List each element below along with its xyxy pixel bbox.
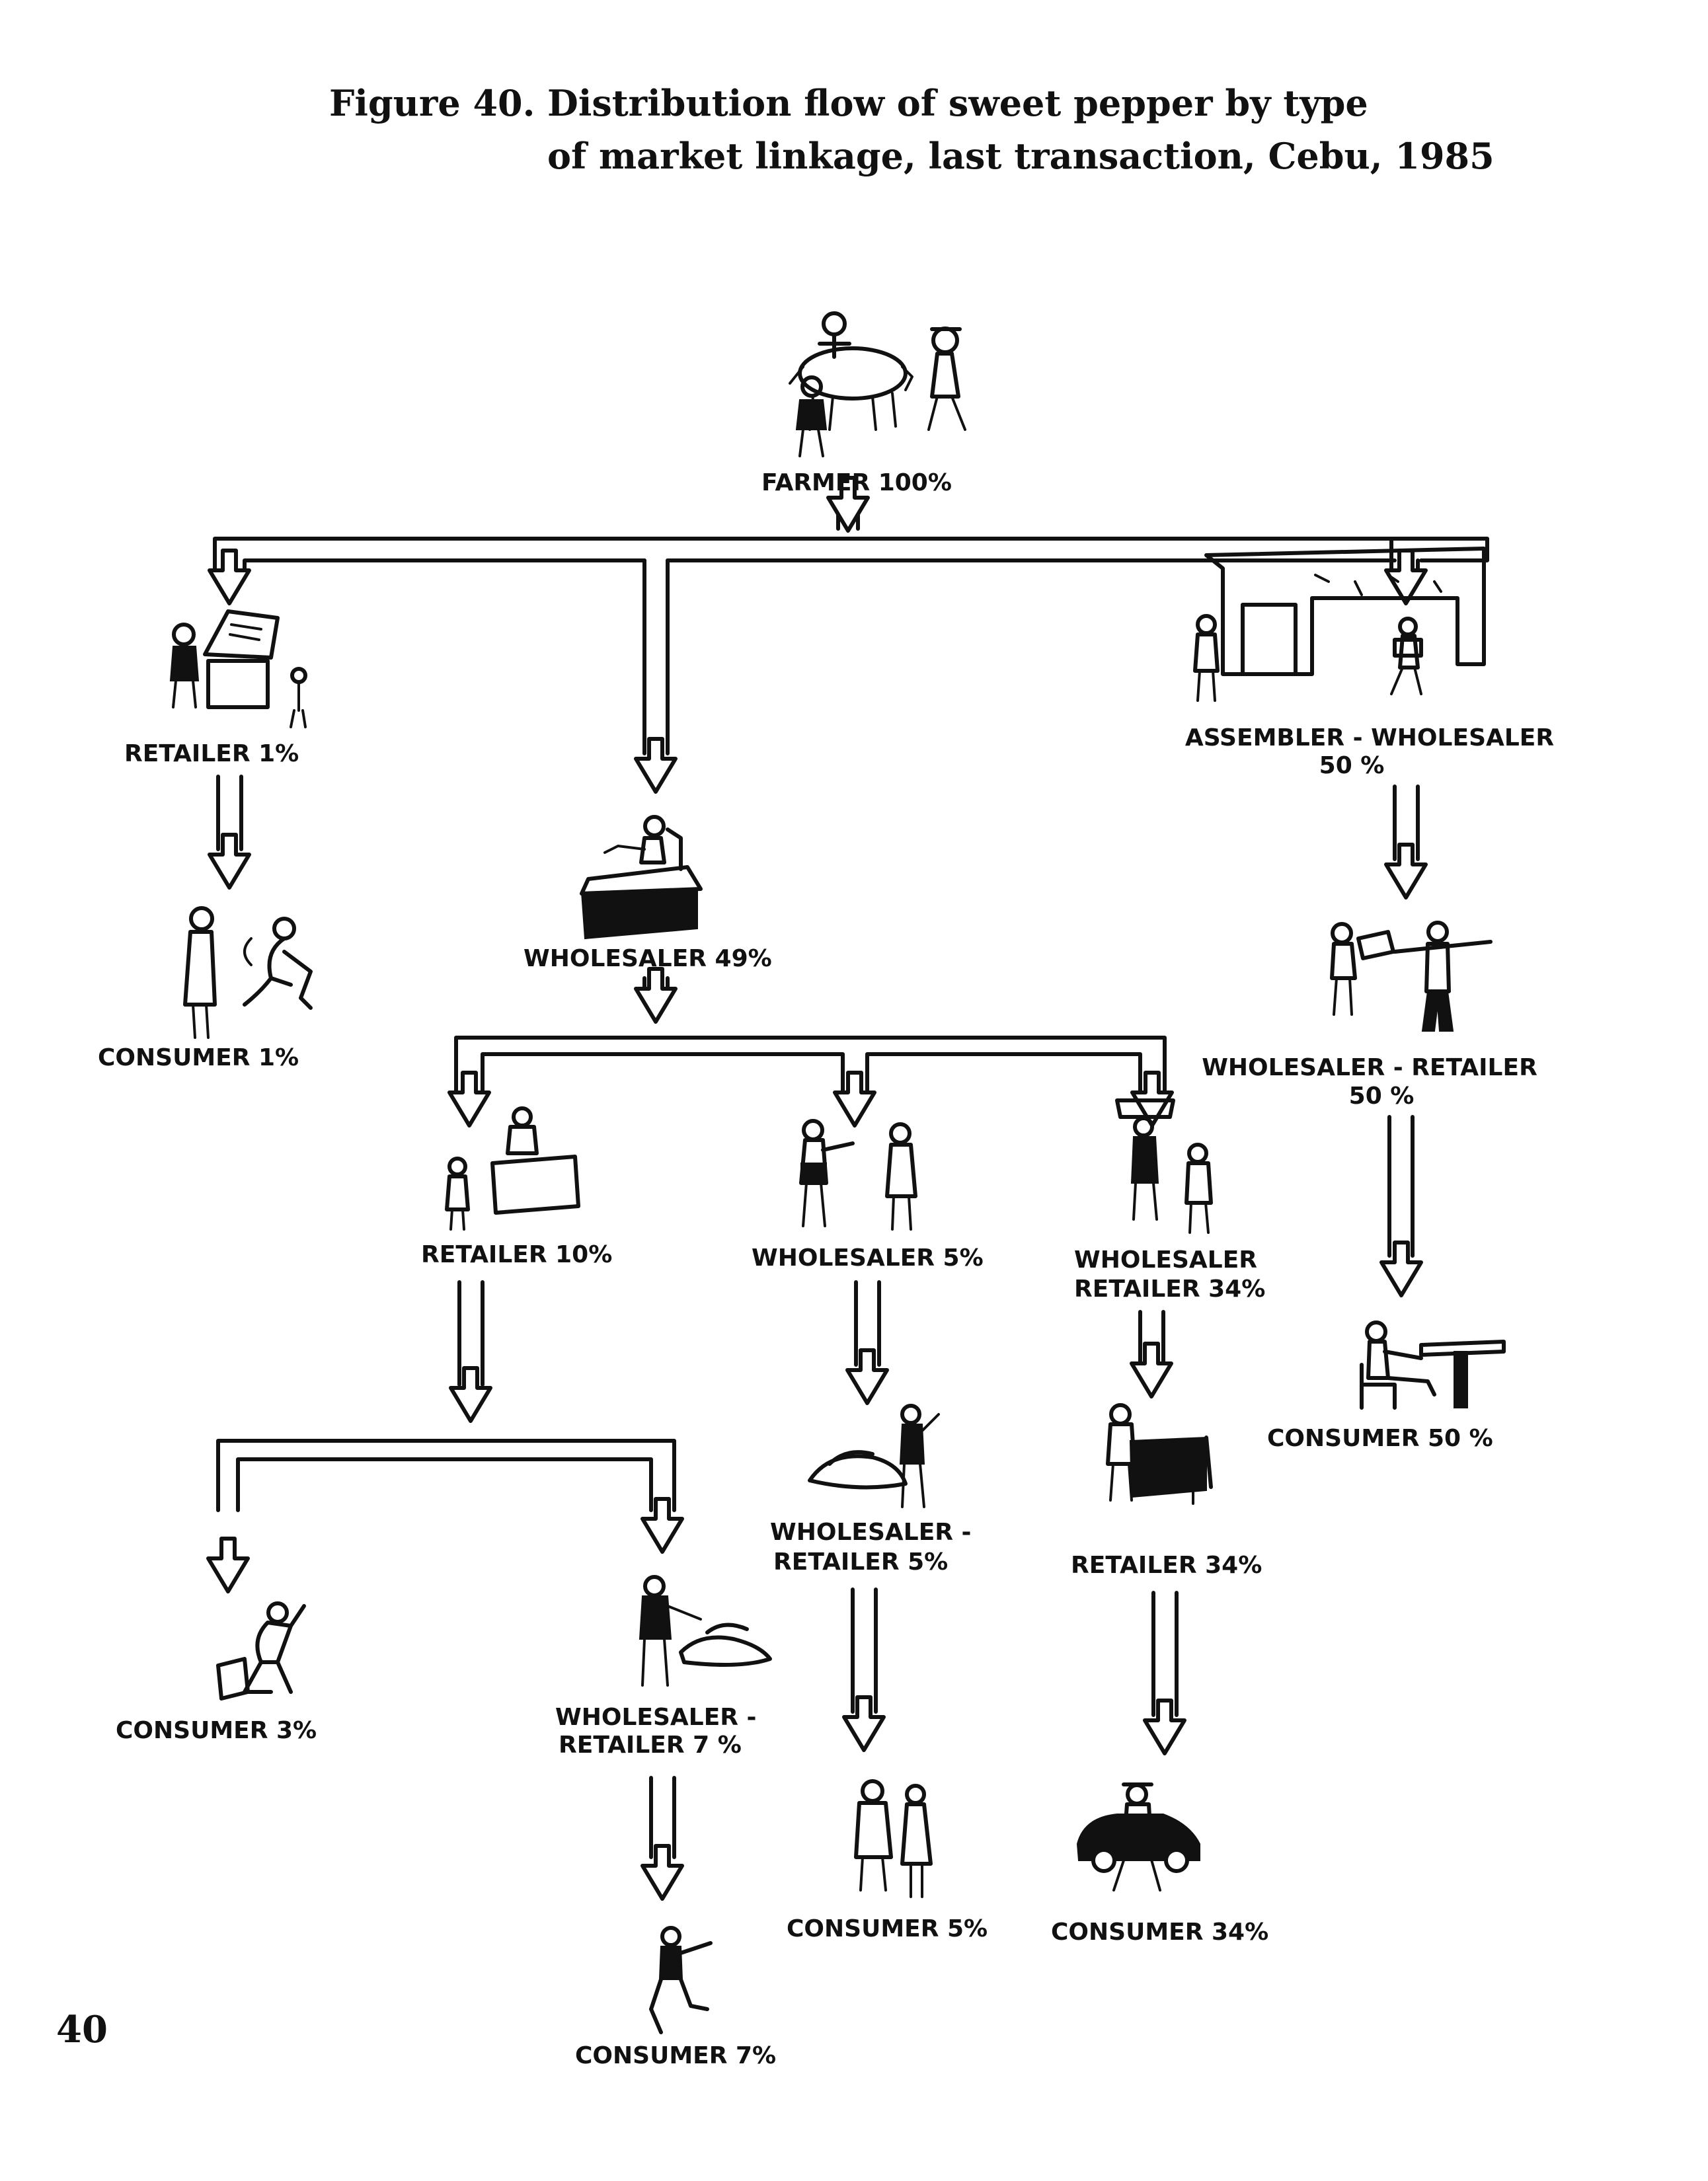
label-wholesaler-retailer-7: WHOLESALER - <box>555 1704 757 1731</box>
connector-retailer10-stem <box>457 1280 485 1387</box>
label-consumer-1: CONSUMER 1% <box>98 1044 299 1071</box>
connector-assembler-wr50 <box>1393 784 1420 861</box>
wholesaler-retailer-34-illustration <box>1115 1098 1213 1234</box>
consumer-34-illustration <box>1076 1782 1200 1892</box>
label-assembler-wholesaler-share: 50 % <box>1319 752 1385 779</box>
retailer-34-illustration <box>1106 1403 1213 1505</box>
assembler-wholesaler-illustration <box>1193 547 1486 702</box>
farmer-illustration <box>789 311 966 457</box>
label-farmer: FARMER 100% <box>761 469 952 496</box>
label-consumer-7: CONSUMER 7% <box>575 2042 776 2069</box>
connector-wr5-consumer5 <box>851 1588 878 1714</box>
connector-w5-wr5 <box>854 1280 881 1367</box>
label-assembler-wholesaler: ASSEMBLER - WHOLESALER <box>1185 724 1554 751</box>
consumer-5-illustration <box>854 1779 933 1898</box>
label-wholesaler-5: WHOLESALER 5% <box>752 1244 984 1272</box>
connector-main-bus <box>213 537 1489 572</box>
figure-title-line2: of market linkage, last transaction, Ceb… <box>547 135 1494 177</box>
figure-title-line1: Distribution flow of sweet pepper by typ… <box>547 82 1368 124</box>
label-consumer-5: CONSUMER 5% <box>787 1915 988 1942</box>
wholesaler-retailer-7-illustration <box>639 1575 772 1687</box>
wholesaler-retailer-50-illustration <box>1330 921 1493 1032</box>
connector-wr50-consumer50 <box>1387 1115 1415 1258</box>
arrowhead-wholesaler49-stem <box>636 969 676 1022</box>
connector-to-wholesaler-49 <box>642 558 670 755</box>
label-consumer-34: CONSUMER 34% <box>1051 1919 1268 1946</box>
consumer-50-illustration <box>1360 1320 1506 1410</box>
label-consumer-50: CONSUMER 50 % <box>1267 1425 1493 1452</box>
connector-second-bus <box>454 1036 1167 1092</box>
arrowhead-consumer-3 <box>208 1539 248 1591</box>
connector-retailer1-consumer1 <box>216 775 243 851</box>
connector-main-bus-right <box>1389 537 1420 572</box>
page-number: 40 <box>56 2008 108 2051</box>
illustrations <box>169 311 1506 2034</box>
retailer-10-illustration <box>445 1106 580 1231</box>
wholesaler-retailer-5-illustration <box>808 1404 940 1508</box>
label-retailer-10: RETAILER 10% <box>421 1241 612 1268</box>
label-wholesaler-retailer-5: WHOLESALER - <box>770 1519 972 1546</box>
connector-wr7-consumer7 <box>649 1776 676 1859</box>
label-retailer-34: RETAILER 34% <box>1071 1552 1262 1579</box>
consumer-3-illustration <box>216 1601 306 1701</box>
figure-number: Figure 40. <box>329 82 535 124</box>
label-wholesaler-retailer-50: WHOLESALER - RETAILER <box>1202 1054 1537 1081</box>
label-wholesaler-retailer-50-share: 50 % <box>1349 1083 1415 1110</box>
figure-title: Figure 40. Distribution flow of sweet pe… <box>329 82 1494 177</box>
label-wholesaler-retailer-34-share: RETAILER 34% <box>1074 1276 1265 1303</box>
node-labels: FARMER 100% RETAILER 1% CONSUMER 1% WHOL… <box>98 469 1554 2069</box>
flow-connectors <box>208 478 1489 1899</box>
consumer-1-illustration <box>183 906 313 1039</box>
label-wholesaler-retailer-5-share: RETAILER 5% <box>773 1549 948 1576</box>
connector-retailer34-consumer34 <box>1151 1591 1179 1717</box>
connector-wr34-retailer34 <box>1138 1310 1165 1363</box>
label-retailer-1: RETAILER 1% <box>124 740 299 767</box>
label-wholesaler-49: WHOLESALER 49% <box>524 945 772 972</box>
consumer-7-illustration <box>649 1926 713 2034</box>
wholesaler-49-illustration <box>580 815 703 940</box>
retailer-1-illustration <box>169 609 307 728</box>
label-wholesaler-retailer-34: WHOLESALER <box>1074 1246 1257 1274</box>
label-consumer-3: CONSUMER 3% <box>116 1717 317 1744</box>
connector-third-bus <box>216 1439 676 1512</box>
label-wholesaler-retailer-7-share: RETAILER 7 % <box>559 1732 742 1759</box>
wholesaler-5-illustration <box>799 1119 917 1231</box>
